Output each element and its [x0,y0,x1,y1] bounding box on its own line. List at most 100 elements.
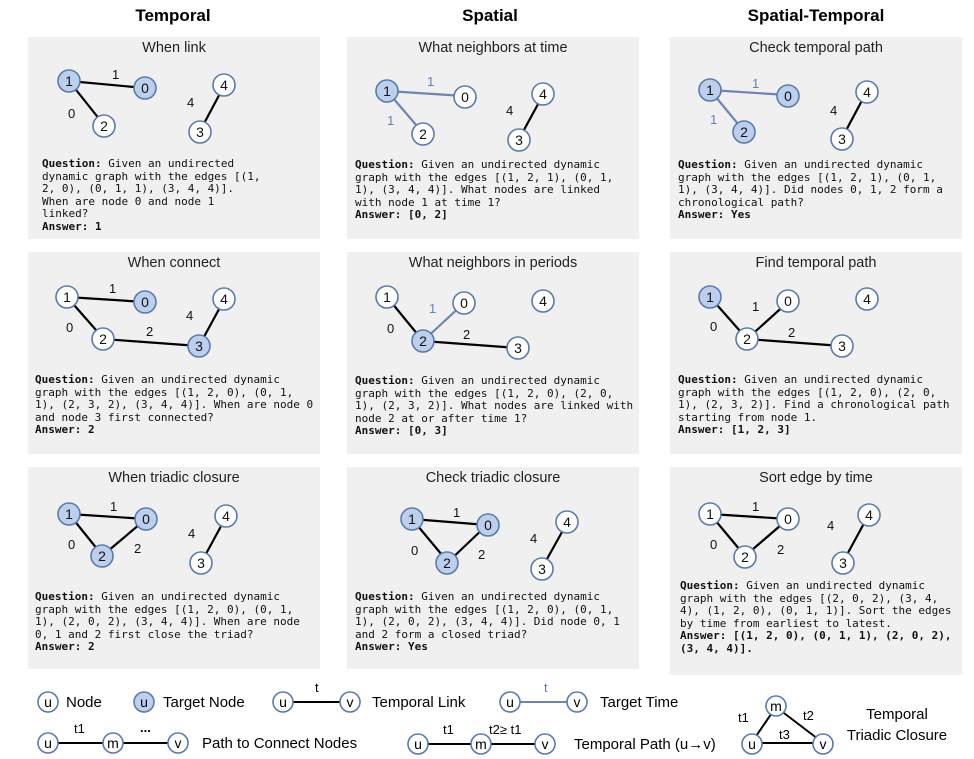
svg-text:t: t [544,680,548,695]
question-answer: Question: Given an undirected dynamic gr… [35,373,314,436]
node-3: 3 [831,551,855,575]
svg-text:3: 3 [197,555,205,571]
edge-label: 1 [387,113,394,128]
svg-text:3: 3 [839,555,847,571]
node-3: 3 [188,120,212,144]
edge-label: 0 [710,319,717,334]
edge-label: 0 [66,320,73,335]
graph-diagram: 1 0 2 4 3 1 1 4 [698,76,879,151]
svg-text:1: 1 [383,289,391,305]
node-2: 2 [411,122,435,146]
graph-diagram: 1 0 2 4 3 1 0 2 4 [57,499,238,575]
svg-text:2: 2 [743,331,751,347]
node-4: 4 [555,510,579,534]
node-0: 0 [776,84,800,108]
svg-text:1: 1 [706,82,714,98]
edge-label: 4 [530,531,537,546]
legend-target-time: u v t Target Time [499,680,678,713]
node-2: 2 [92,114,116,138]
svg-text:1: 1 [706,506,714,522]
edge-label: 4 [187,95,194,110]
svg-text:0: 0 [141,294,149,310]
legend: u Node u Target Node u v t Temporal Link… [37,680,947,755]
svg-text:u: u [44,694,52,710]
svg-text:4: 4 [220,291,228,307]
node-4: 4 [212,73,236,97]
node-0: 0 [133,76,157,100]
legend-temporal-path: u m v t1 t2≥ t1 Temporal Path (u→v) [407,722,716,755]
node-0: 0 [776,289,800,313]
question-answer: Question: Given an undirected dynamic gr… [678,373,950,436]
edge-label: 1 [429,301,436,316]
edge-label: 0 [387,321,394,336]
node-4: 4 [531,289,555,313]
panel-when-connect: When connect 1 0 2 4 3 1 0 2 4 Question:… [28,252,320,454]
column-title-spatial-temporal: Spatial-Temporal [747,6,885,25]
edge-label: 1 [110,499,117,514]
svg-text:4: 4 [865,507,873,523]
edge-label: 1 [453,505,460,520]
svg-text:0: 0 [784,293,792,309]
panel-sort-edge-by-time: Sort edge by time 1 0 2 4 3 1 0 2 4 Ques… [670,467,962,675]
panel-title: When link [142,40,206,56]
node-4: 4 [855,80,879,104]
column-title-temporal: Temporal [135,6,211,25]
node-2: 2 [90,544,114,568]
column-title-spatial: Spatial [462,6,518,25]
graph-diagram: 1 0 2 4 3 1 0 2 4 [55,281,236,358]
edge-label: 1 [112,67,119,82]
question-answer: Question: Given an undirected dynamic gr… [678,158,943,221]
edge-label: 0 [68,537,75,552]
question-answer: Question: Given an undirected dynamic gr… [355,158,614,221]
svg-text:4: 4 [222,508,230,524]
panel-title: What neighbors in periods [408,255,578,271]
svg-text:v: v [820,736,827,752]
node-1: 1 [57,502,81,526]
node-3: 3 [507,128,531,152]
node-1: 1 [57,69,81,93]
svg-text:u: u [506,694,514,710]
edge-label: 1 [109,281,116,296]
svg-text:3: 3 [514,340,522,356]
node-2: 2 [733,545,757,569]
graph-diagram: 1 0 2 4 3 1 0 2 4 [698,499,881,575]
question-answer: Question: Given an undirected dynamic gr… [355,590,620,653]
svg-text:3: 3 [838,338,846,354]
edge-label: 2 [777,542,784,557]
node-3: 3 [830,127,854,151]
edge-label: 1 [752,499,759,514]
svg-text:...: ... [140,720,151,735]
edge-label: 2 [788,325,795,340]
svg-text:Temporal Link: Temporal Link [372,694,466,711]
edge-label: 1 [710,112,717,127]
svg-text:Target Node: Target Node [163,694,245,711]
node-3: 3 [530,557,554,581]
panel-what-neighbors-in-periods: What neighbors in periods 1 0 4 2 3 1 0 … [347,252,639,454]
node-2: 2 [735,327,759,351]
svg-text:1: 1 [383,83,391,99]
svg-text:Target Time: Target Time [600,694,678,711]
svg-text:2: 2 [443,555,451,571]
node-4: 4 [214,504,238,528]
edge-label: 4 [827,518,834,533]
node-1: 1 [698,285,722,309]
node-3: 3 [830,334,854,358]
edge-label: 4 [506,103,513,118]
svg-text:4: 4 [863,291,871,307]
edge-label: 1 [752,76,759,91]
svg-text:m: m [770,698,782,714]
edge-label: 0 [411,543,418,558]
graph-diagram: 1 0 4 2 3 1 0 2 [698,285,879,358]
svg-text:u: u [140,694,148,710]
graph-diagram: 1 0 2 4 3 1 0 4 [57,67,236,144]
node-3: 3 [189,551,213,575]
svg-text:0: 0 [142,511,150,527]
panel-when-triadic-closure: When triadic closure 1 0 2 4 3 1 0 2 4 Q… [28,467,320,669]
svg-text:t3: t3 [779,727,790,742]
node-1: 1 [698,502,722,526]
svg-text:2: 2 [740,124,748,140]
node-2: 2 [435,551,459,575]
svg-text:v: v [175,735,182,751]
svg-text:0: 0 [461,89,469,105]
panel-what-neighbors-at-time: What neighbors at time 1 0 2 4 3 1 1 4 Q… [347,37,639,239]
